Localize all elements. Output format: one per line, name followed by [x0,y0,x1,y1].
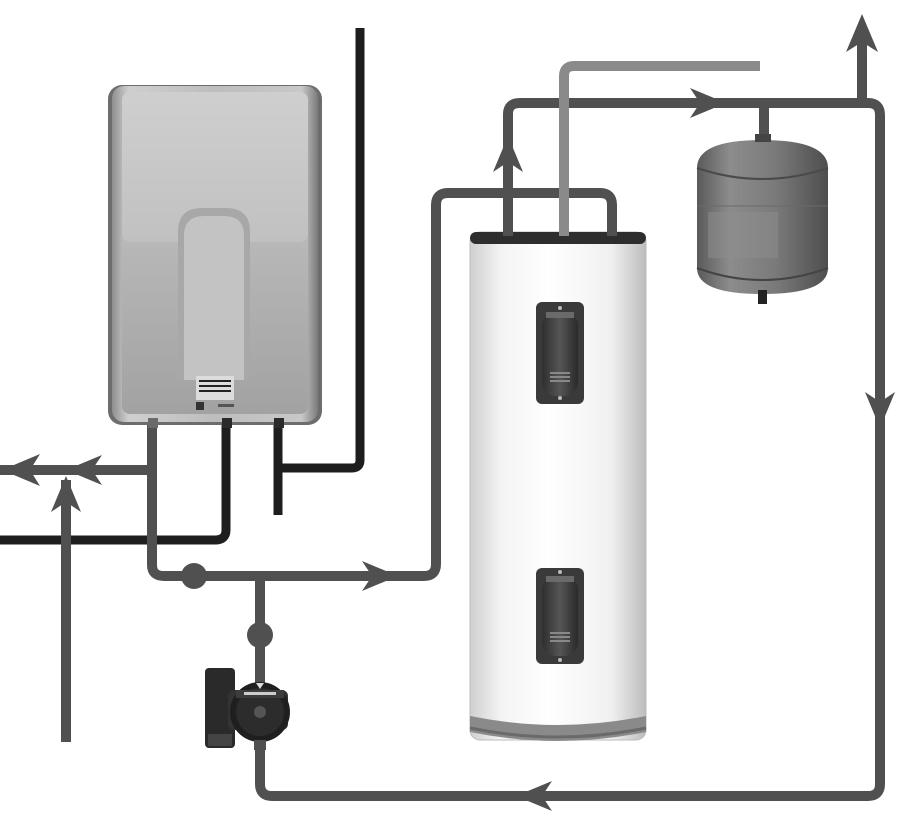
pipe-loop-heater-out [147,188,617,581]
pipe-loop-top [255,98,885,801]
brand-logo [196,402,204,410]
arrow-up-tank-out [493,136,523,172]
arrow-left-bottom [516,781,552,811]
arrow-right-top [690,88,726,118]
lower-access-panel [536,568,584,664]
pump-badge [244,683,276,695]
arrow-up-left-riser [51,476,81,512]
arrow-down-right-side [865,392,895,428]
arrow-left-2 [66,455,102,485]
upper-access-panel [536,302,584,404]
arrow-left-1 [2,454,40,486]
junction-dot-1 [181,563,207,589]
circulator-pump [205,668,290,750]
arrow-up-hot-out [846,14,878,52]
storage-water-heater [469,222,647,741]
tankless-water-heater [108,85,322,428]
pipe-supply-riser [282,28,365,473]
unit-label-lines [199,380,231,392]
expansion-tank [696,134,829,304]
pipe-gas-line [559,61,760,235]
pipe-supply-left [0,420,231,545]
arrow-right-to-tank [362,561,398,591]
